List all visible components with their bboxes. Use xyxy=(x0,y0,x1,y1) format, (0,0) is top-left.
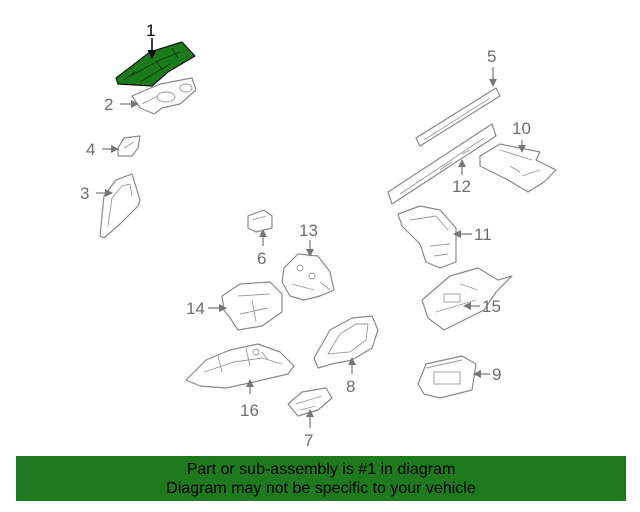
part-4[interactable] xyxy=(117,135,141,157)
callout-5: 5 xyxy=(487,47,496,66)
part-2[interactable] xyxy=(131,77,197,115)
part-14[interactable] xyxy=(221,281,283,331)
part-8[interactable] xyxy=(313,315,379,369)
banner-line-2: Diagram may not be specific to your vehi… xyxy=(166,480,476,497)
part-13[interactable] xyxy=(281,253,335,301)
part-9[interactable] xyxy=(417,355,477,399)
part-6[interactable] xyxy=(247,209,273,233)
callout-1: 1 xyxy=(146,21,155,40)
callout-13: 13 xyxy=(299,221,318,240)
callout-9: 9 xyxy=(492,365,501,384)
callout-2: 2 xyxy=(104,95,113,114)
callout-6: 6 xyxy=(257,249,266,268)
callout-15: 15 xyxy=(482,297,501,316)
callout-3: 3 xyxy=(80,184,89,203)
callout-7: 7 xyxy=(304,431,313,450)
callout-10: 10 xyxy=(512,119,531,138)
callout-16: 16 xyxy=(240,401,259,420)
callout-8: 8 xyxy=(346,377,355,396)
part-15[interactable] xyxy=(421,267,513,331)
part-10[interactable] xyxy=(479,143,557,193)
part-16[interactable] xyxy=(185,343,295,389)
part-12[interactable] xyxy=(387,123,497,205)
part-11[interactable] xyxy=(397,205,457,269)
callout-12: 12 xyxy=(452,177,471,196)
parts-diagram: 1 2 3 4 5 6 7 8 9 10 11 12 13 14 15 16 xyxy=(80,21,557,450)
callout-4: 4 xyxy=(86,140,95,159)
info-banner: Part or sub-assembly is #1 in diagram Di… xyxy=(16,456,626,501)
callout-14: 14 xyxy=(186,299,205,318)
banner-line-1: Part or sub-assembly is #1 in diagram xyxy=(186,461,456,478)
part-7[interactable] xyxy=(287,387,333,417)
callout-11: 11 xyxy=(474,225,492,244)
part-5[interactable] xyxy=(415,87,501,147)
part-3[interactable] xyxy=(99,173,141,239)
